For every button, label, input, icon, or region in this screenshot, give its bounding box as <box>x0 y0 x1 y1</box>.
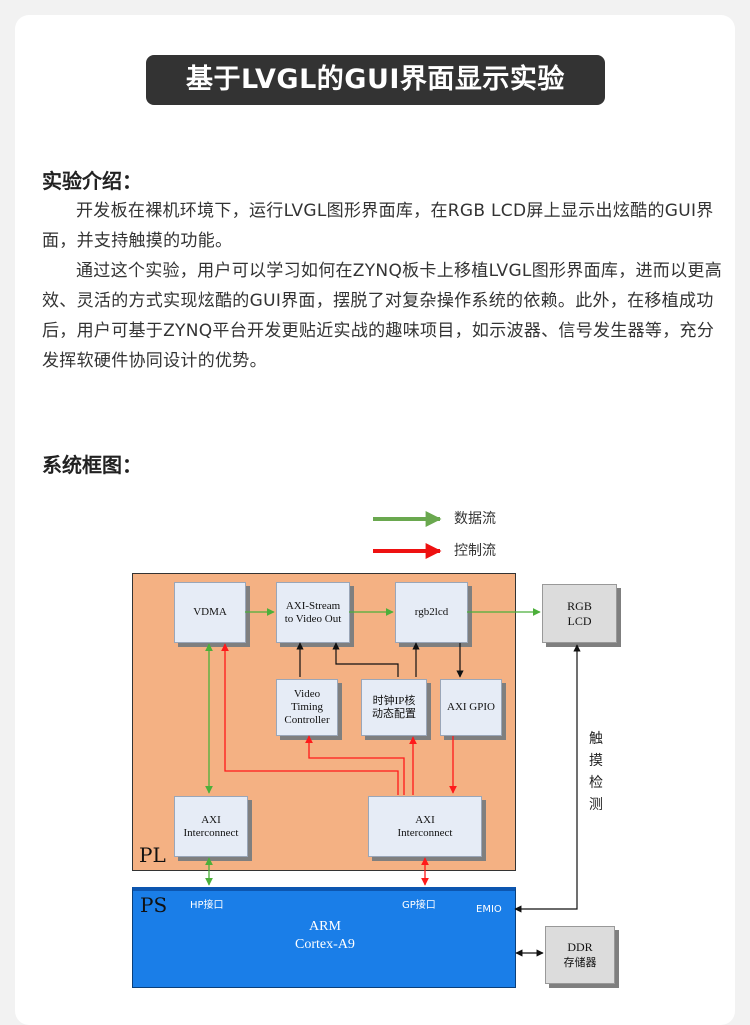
vtc-label: Video Timing Controller <box>284 688 330 726</box>
ps-region <box>132 887 516 988</box>
axi-interconnect-left-label: AXI Interconnect <box>183 813 239 839</box>
axi-interconnect-right-label: AXI Interconnect <box>397 813 453 839</box>
clock-config-block: 时钟IP核 动态配置 <box>361 679 427 736</box>
arrow-axi-to-vtc <box>305 735 405 795</box>
vdma-block: VDMA <box>174 582 246 643</box>
arm-line-2: Cortex-A9 <box>295 937 355 952</box>
arrow-clk-to-axis <box>332 642 399 677</box>
diagram-heading: 系统框图： <box>42 453 142 477</box>
intro-paragraph-2: 通过这个实验，用户可以学习如何在ZYNQ板卡上移植LVGL图形界面库，进而以更高… <box>42 261 723 371</box>
intro-heading: 实验介绍： <box>42 169 142 193</box>
emio-label: EMIO <box>476 904 502 915</box>
touch-char-4: 测 <box>589 797 603 813</box>
legend-data-flow-label: 数据流 <box>454 511 496 527</box>
legend-control-flow-label: 控制流 <box>454 543 496 559</box>
axi-gpio-label: AXI GPIO <box>447 701 495 713</box>
touch-detect-label: 触 摸 检 测 <box>586 728 606 816</box>
touch-char-3: 检 <box>589 775 603 791</box>
rgb-lcd-block: RGB LCD <box>542 584 617 643</box>
vdma-label: VDMA <box>193 606 227 618</box>
rgb-lcd-label: RGB LCD <box>567 598 592 628</box>
intro-paragraph-1: 开发板在裸机环境下，运行LVGL图形界面库，在RGB LCD屏上显示出炫酷的GU… <box>42 201 714 251</box>
ps-label: PS <box>140 893 168 917</box>
vtc-block: Video Timing Controller <box>276 679 338 736</box>
page-title: 基于LVGL的GUI界面显示实验 <box>146 55 605 105</box>
gp-port-label: GP接口 <box>402 900 436 911</box>
ddr-storage-label: 存储器 <box>563 956 597 969</box>
axi-gpio-block: AXI GPIO <box>440 679 502 736</box>
axis-to-video-block: AXI-Stream to Video Out <box>276 582 350 643</box>
arm-line-1: ARM <box>309 919 341 934</box>
arrow-axi-to-vdma <box>221 643 399 795</box>
rgb2lcd-label: rgb2lcd <box>414 606 449 618</box>
clock-config-label: 时钟IP核 动态配置 <box>372 694 416 720</box>
hp-port-label: HP接口 <box>190 900 224 911</box>
ddr-block: DDR 存储器 <box>545 926 615 984</box>
arrow-emio-to-lcd <box>514 644 581 913</box>
pl-label: PL <box>139 843 166 867</box>
axi-interconnect-right-block: AXI Interconnect <box>368 796 482 857</box>
touch-char-1: 触 <box>589 731 603 747</box>
touch-char-2: 摸 <box>589 753 603 769</box>
axi-interconnect-left-block: AXI Interconnect <box>174 796 248 857</box>
arm-core-label: ARM Cortex-A9 <box>260 918 390 954</box>
axis-to-video-label: AXI-Stream to Video Out <box>284 599 342 625</box>
rgb2lcd-block: rgb2lcd <box>395 582 468 643</box>
ddr-label: DDR <box>567 940 593 954</box>
